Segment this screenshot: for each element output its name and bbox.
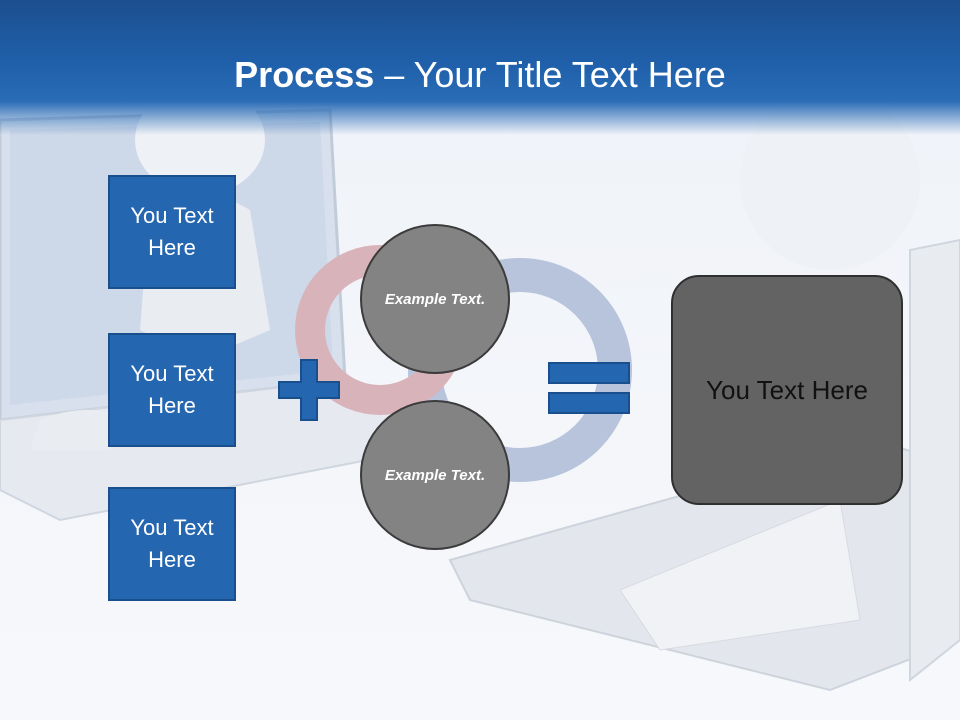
title-bold: Process xyxy=(234,54,375,95)
example-circle-1[interactable]: Example Text. xyxy=(360,224,510,374)
page-title: Process – Your Title Text Here xyxy=(0,52,960,98)
equals-icon xyxy=(548,362,630,414)
header-band xyxy=(0,0,960,135)
plus-icon xyxy=(278,359,340,421)
text-box-1[interactable]: You Text Here xyxy=(108,175,236,289)
title-rest: – Your Title Text Here xyxy=(374,54,726,95)
example-circle-2[interactable]: Example Text. xyxy=(360,400,510,550)
text-box-3[interactable]: You Text Here xyxy=(108,487,236,601)
result-box[interactable]: You Text Here xyxy=(671,275,903,505)
text-box-2[interactable]: You Text Here xyxy=(108,333,236,447)
